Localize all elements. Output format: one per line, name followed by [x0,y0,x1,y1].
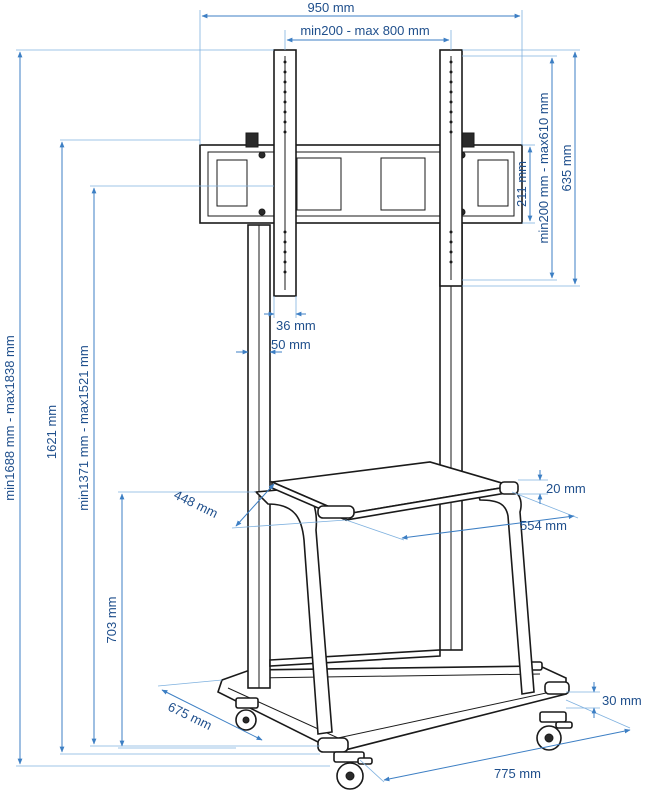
mount-bracket [199,132,523,224]
pole-left [247,224,271,689]
caster-front-left [235,697,259,731]
label-base-thickness: 30 mm [602,693,642,708]
shelf [268,461,519,522]
label-overall-width: 950 mm [308,0,355,15]
label-shelf-thickness: 20 mm [546,481,586,496]
label-shelf-height: 703 mm [104,597,119,644]
label-rail-height: 635 mm [559,145,574,192]
label-rail-width: 36 mm [276,318,316,333]
label-mount-height: 1621 mm [44,405,59,459]
label-base-width: 775 mm [494,766,541,781]
label-total-height: min1688 mm - max1838 mm [2,335,17,500]
label-vesa-width: min200 - max 800 mm [300,23,429,38]
label-vesa-height: min200 mm - max610 mm [536,93,551,244]
vesa-rail-right [439,49,463,287]
label-bracket-height: 211 mm [514,161,529,207]
lower-crossbar [269,649,441,667]
pole-right [439,224,463,651]
label-pole-width: 50 mm [271,337,311,352]
tv-stand-drawing [199,49,573,790]
vesa-rail-left [273,49,297,297]
label-shelf-width: 554 mm [520,518,567,533]
caster-front-right [536,711,573,751]
dimension-lines [16,10,631,783]
label-center-height: min1371 mm - max1521 mm [76,345,91,510]
caster-front-center [333,751,373,790]
